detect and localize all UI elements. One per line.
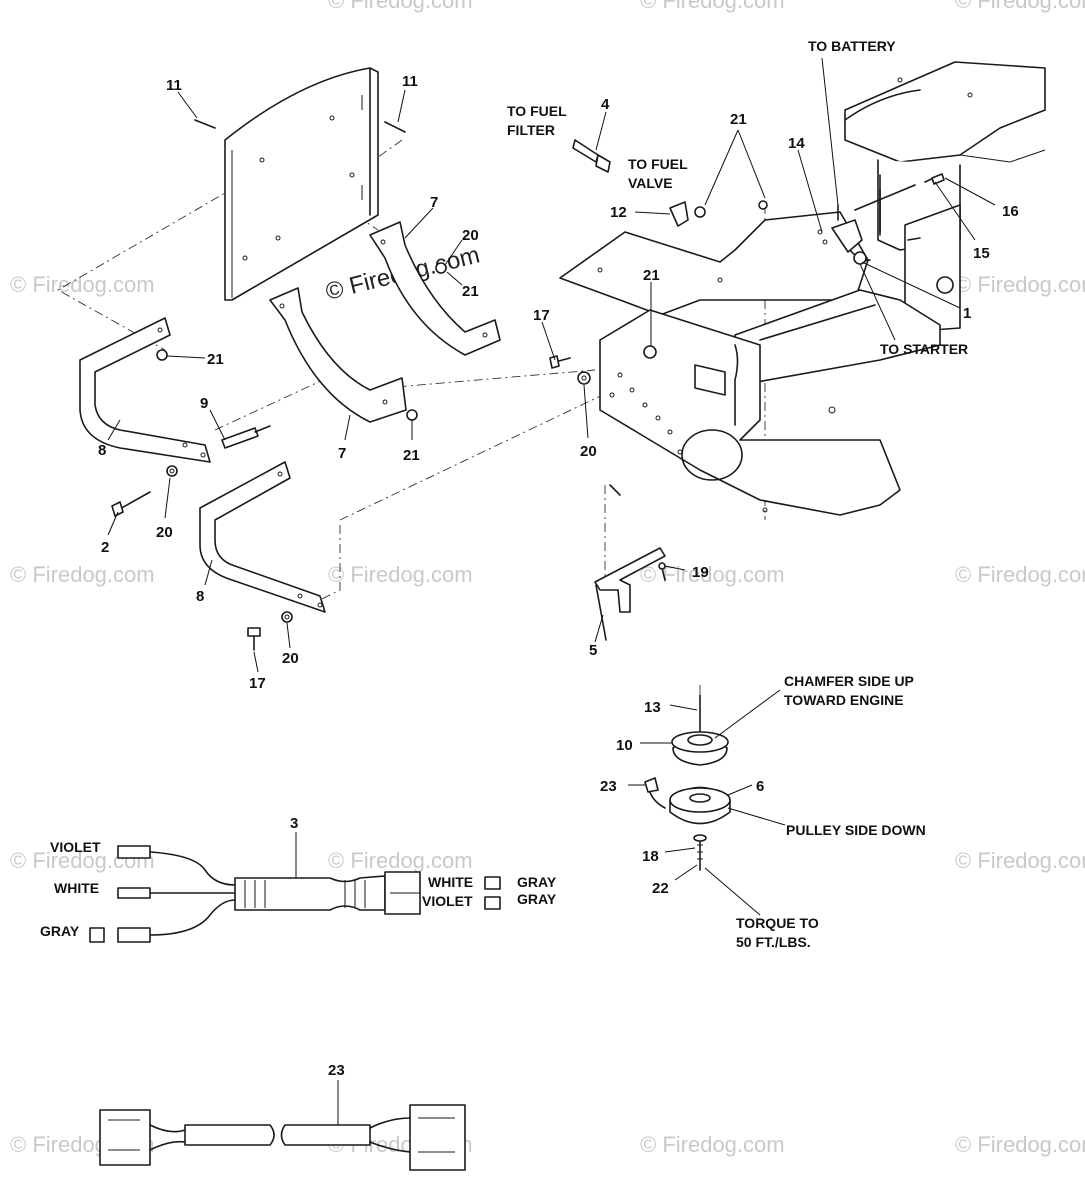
- watermark: © Firedog.com: [955, 0, 1085, 13]
- watermark: © Firedog.com: [955, 562, 1085, 587]
- callout-23: 23: [600, 778, 617, 795]
- callout-17: 17: [533, 307, 550, 324]
- callout-6: 6: [756, 778, 764, 795]
- callout-16: 16: [1002, 203, 1019, 220]
- callout-19: 19: [692, 564, 709, 581]
- note-pulley-side-down: PULLEY SIDE DOWN: [786, 822, 926, 838]
- watermark: © Firedog.com: [955, 1132, 1085, 1157]
- callout-20: 20: [462, 227, 479, 244]
- main-frame: [549, 61, 1046, 516]
- note-to-battery: TO BATTERY: [808, 38, 896, 54]
- wire-label-gray: GRAY: [517, 891, 557, 907]
- watermark: © Firedog.com: [328, 0, 473, 13]
- note-to-fuel-filter: FILTER: [507, 122, 555, 138]
- bracket-lower: [269, 287, 418, 423]
- wire-label-violet: VIOLET: [422, 893, 473, 909]
- bracket-5: [594, 547, 666, 641]
- callout-numbers: 11 11 4 21 14 16 15 1 7 20 21 12 21 17 2…: [98, 73, 1019, 1079]
- note-to-fuel-valve: TO FUEL: [628, 156, 688, 172]
- callout-11: 11: [166, 77, 182, 94]
- wire-label-gray: GRAY: [40, 923, 80, 939]
- callout-21: 21: [730, 111, 747, 128]
- note-chamfer: CHAMFER SIDE UP: [784, 673, 914, 689]
- watermark: © Firedog.com: [640, 0, 785, 13]
- callout-5: 5: [589, 642, 597, 659]
- bracket-upper: [369, 221, 501, 356]
- wire-label-gray: GRAY: [517, 874, 557, 890]
- watermark: © Firedog.com: [10, 562, 155, 587]
- note-to-fuel-valve: VALVE: [628, 175, 673, 191]
- harness-23: [99, 1104, 466, 1171]
- frame-rail-upper: [79, 317, 211, 463]
- callout-13: 13: [644, 699, 661, 716]
- callout-22: 22: [652, 880, 669, 897]
- wire-label-white: WHITE: [428, 874, 473, 890]
- harness-3: [89, 845, 501, 943]
- note-torque: 50 FT./LBS.: [736, 934, 811, 950]
- callout-2: 2: [101, 539, 109, 556]
- callout-17: 17: [249, 675, 266, 692]
- watermark: © Firedog.com: [955, 848, 1085, 873]
- frame-rail-lower: [199, 461, 326, 613]
- callout-14: 14: [788, 135, 805, 152]
- note-chamfer: TOWARD ENGINE: [784, 692, 904, 708]
- callout-21: 21: [403, 447, 420, 464]
- watermark: © Firedog.com: [955, 272, 1085, 297]
- leader-lines: [107, 57, 996, 1125]
- callout-15: 15: [973, 245, 990, 262]
- shield-plate: [194, 67, 406, 301]
- wire-label-violet: VIOLET: [50, 839, 101, 855]
- callout-7: 7: [338, 445, 346, 462]
- callout-8: 8: [98, 442, 106, 459]
- callout-11: 11: [402, 73, 418, 90]
- callout-20: 20: [282, 650, 299, 667]
- watermark: © Firedog.com: [328, 562, 473, 587]
- clutch-assembly: [644, 694, 731, 871]
- callout-10: 10: [616, 737, 633, 754]
- note-to-starter: TO STARTER: [880, 341, 968, 357]
- callout-3: 3: [290, 815, 298, 832]
- callout-9: 9: [200, 395, 208, 412]
- callout-20: 20: [156, 524, 173, 541]
- notes: TO BATTERY TO FUEL FILTER TO FUEL VALVE …: [40, 38, 968, 950]
- callout-4: 4: [601, 96, 610, 113]
- callout-23: 23: [328, 1062, 345, 1079]
- watermark: © Firedog.com: [328, 848, 473, 873]
- callout-21: 21: [207, 351, 224, 368]
- wire-label-white: WHITE: [54, 880, 99, 896]
- callout-12: 12: [610, 204, 627, 221]
- callout-7: 7: [430, 194, 438, 211]
- watermark: © Firedog.com: [640, 1132, 785, 1157]
- note-to-fuel-filter: TO FUEL: [507, 103, 567, 119]
- note-torque: TORQUE TO: [736, 915, 819, 931]
- callout-8: 8: [196, 588, 204, 605]
- callout-21: 21: [462, 283, 479, 300]
- callout-21: 21: [643, 267, 660, 284]
- callout-1: 1: [963, 305, 971, 322]
- callout-20: 20: [580, 443, 597, 460]
- spacer-and-bolts: [111, 425, 293, 651]
- callout-18: 18: [642, 848, 659, 865]
